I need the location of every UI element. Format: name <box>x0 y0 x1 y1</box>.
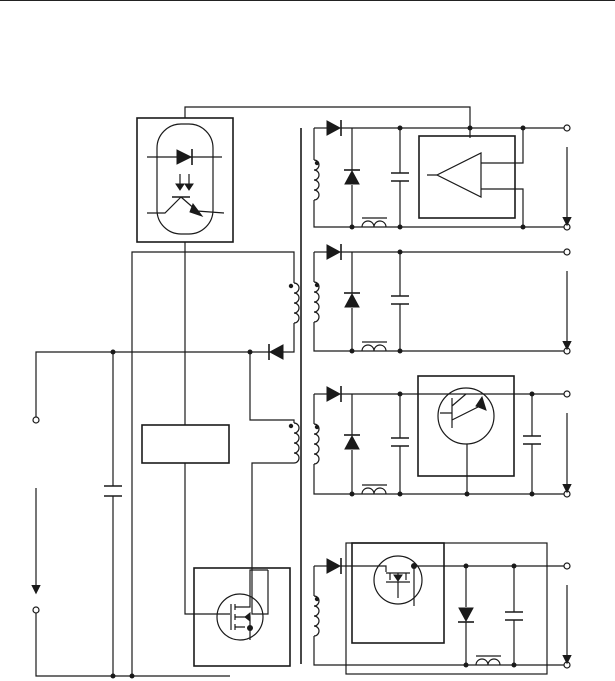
output-channel-1 <box>313 120 572 231</box>
n-mosfet-icon <box>193 567 291 667</box>
output-4-positive-terminal[interactable] <box>563 562 571 570</box>
primary-winding-top <box>293 282 300 324</box>
primary-winding-bottom <box>293 422 300 464</box>
output-2-positive-terminal[interactable] <box>563 248 571 256</box>
output-1-positive-terminal[interactable] <box>563 124 571 132</box>
pwm-controller-block <box>141 424 230 464</box>
output-3-positive-terminal[interactable] <box>563 390 571 398</box>
input-bulk-capacitor <box>104 352 122 676</box>
output-4-negative-terminal[interactable] <box>563 661 571 669</box>
primary-side <box>31 106 471 679</box>
bipolar-transistor-icon <box>417 375 515 494</box>
output-1-negative-terminal[interactable] <box>563 223 571 231</box>
op-amp-icon <box>418 128 524 227</box>
input-terminal-bottom[interactable] <box>32 606 40 614</box>
output-channel-2 <box>313 244 572 355</box>
output-3-negative-terminal[interactable] <box>563 490 571 498</box>
primary-clamp-diode-icon <box>268 344 284 360</box>
page-top-rule <box>0 0 615 1</box>
output-2-negative-terminal[interactable] <box>563 347 571 355</box>
optocoupler-icon <box>136 117 234 243</box>
p-mosfet-icon <box>351 542 567 644</box>
input-terminal-top[interactable] <box>32 416 40 424</box>
output-channel-3 <box>313 375 572 498</box>
output-channel-4 <box>313 542 572 675</box>
